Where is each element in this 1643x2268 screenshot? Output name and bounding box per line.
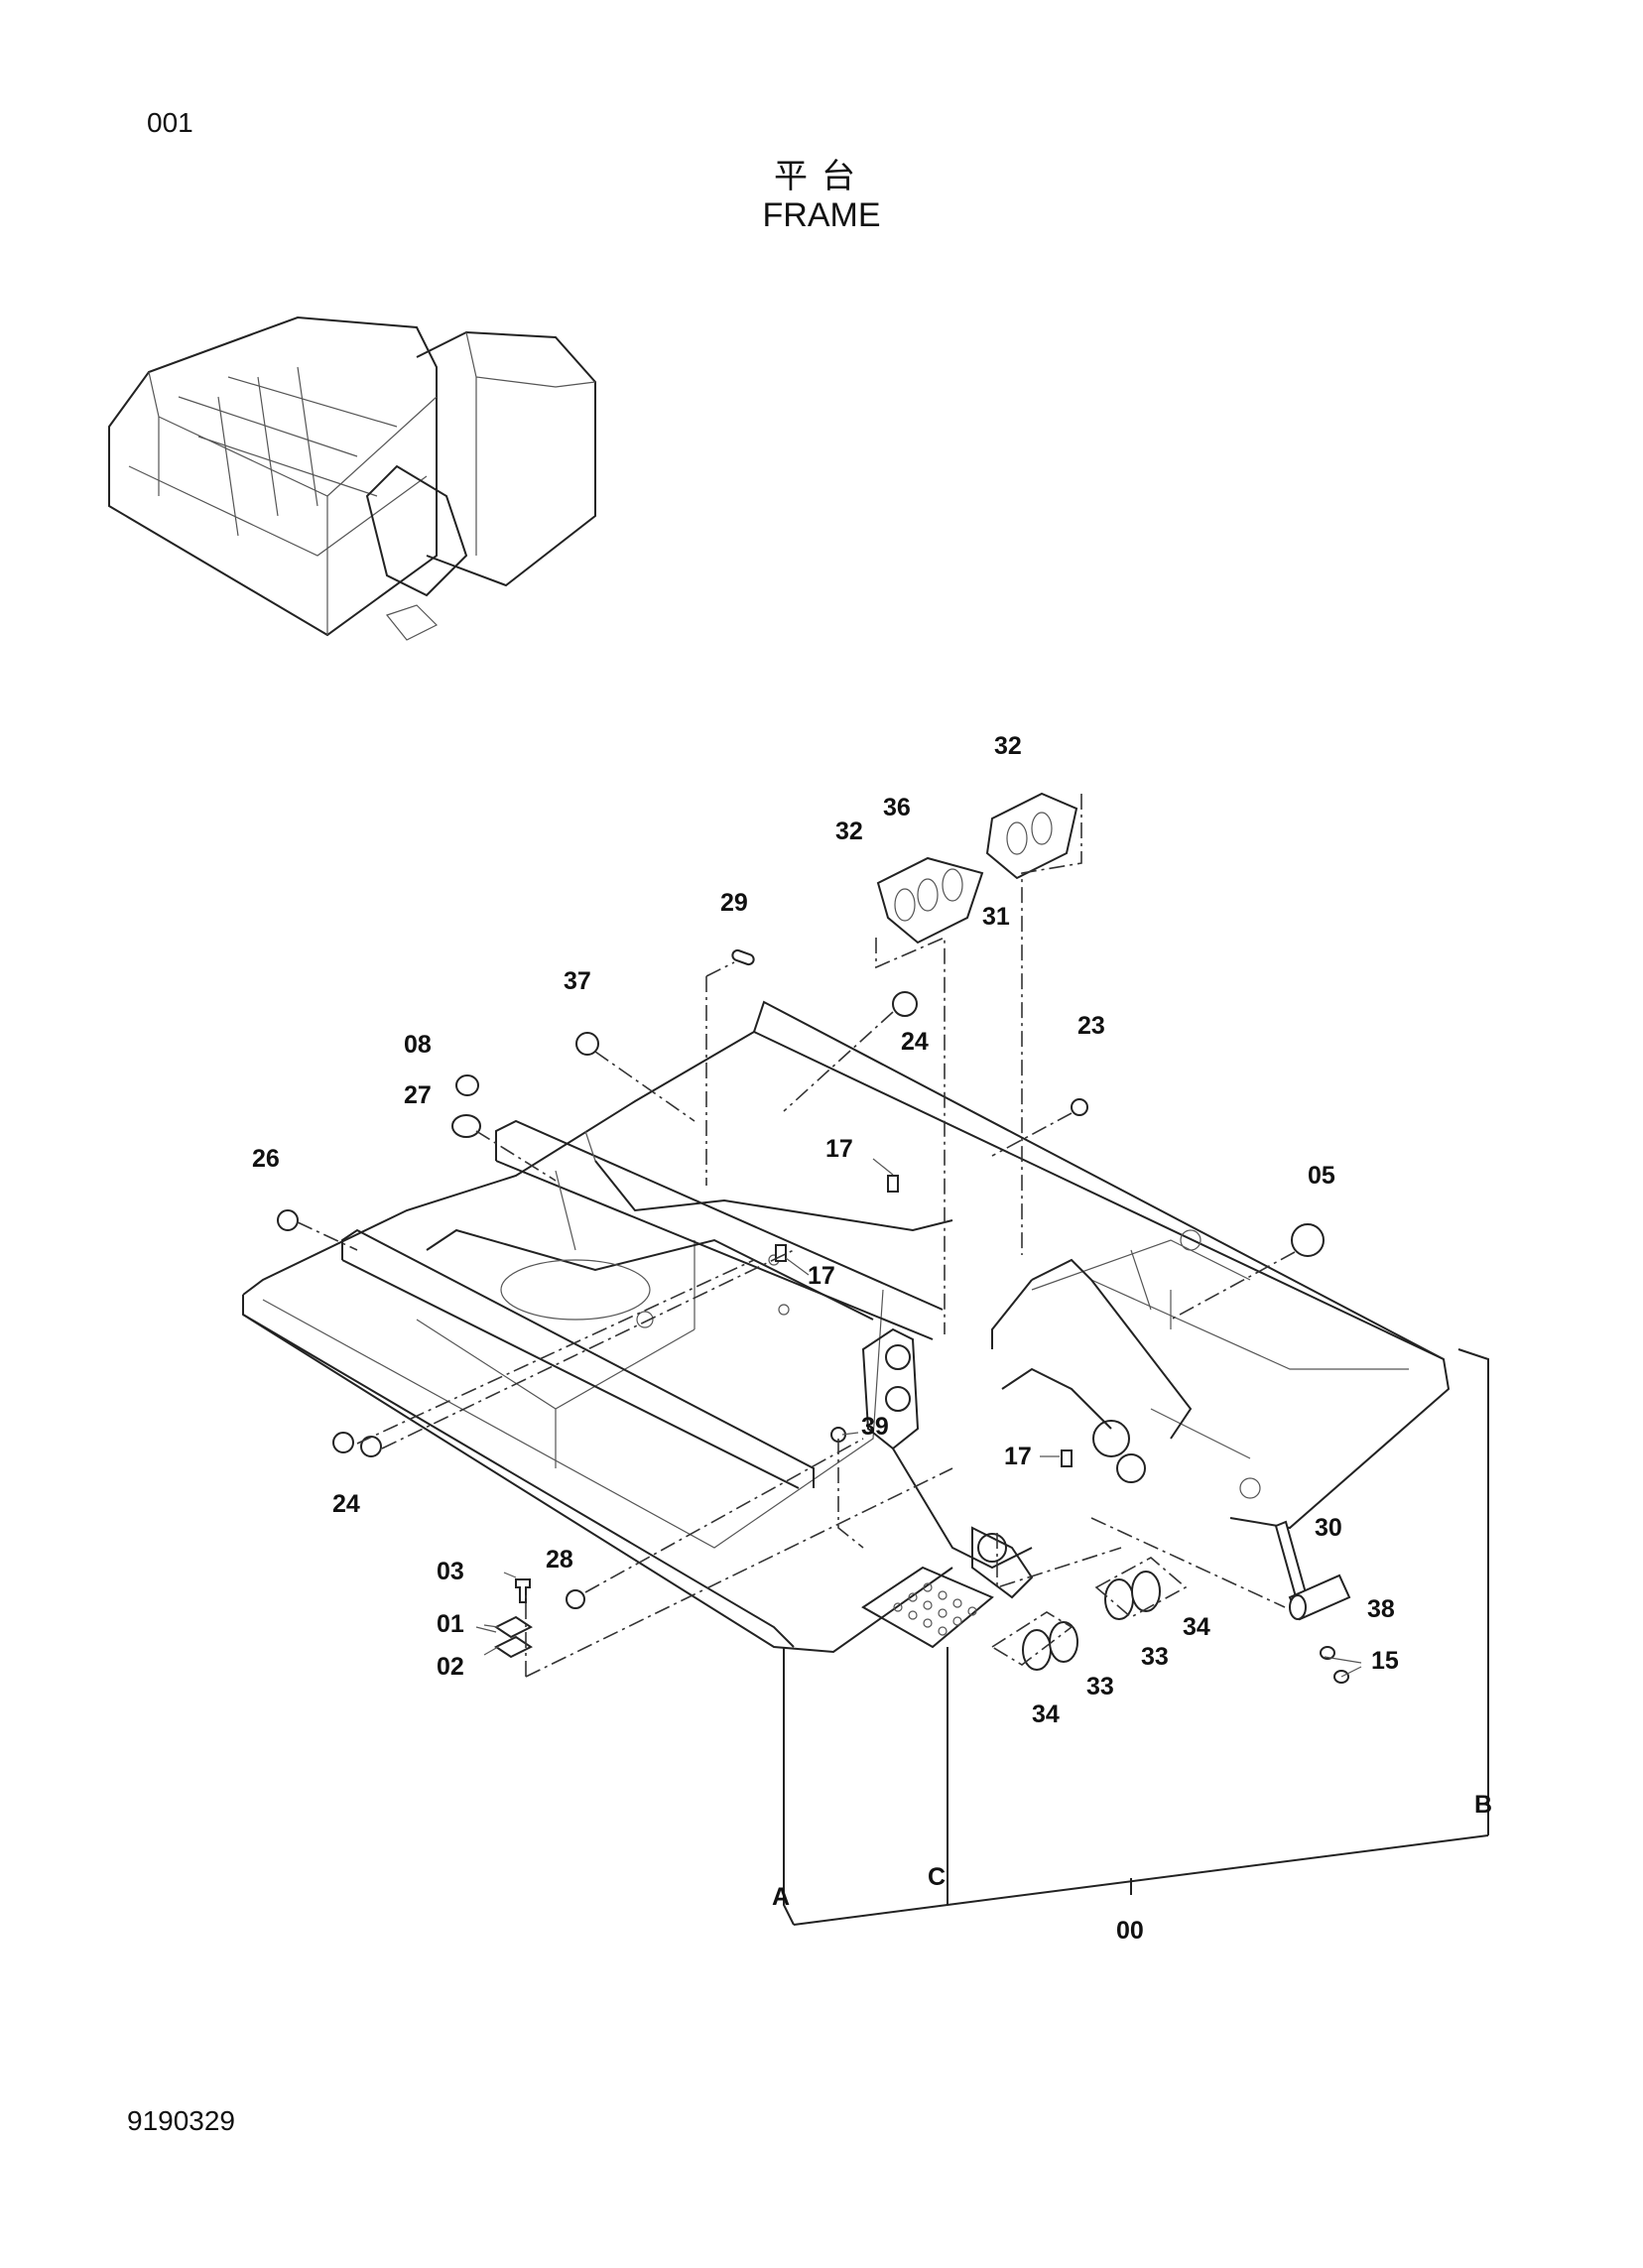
callout-A: A: [772, 1883, 790, 1911]
callout-01: 01: [437, 1610, 464, 1638]
callout-24-bottom: 24: [332, 1490, 360, 1518]
parts: [277, 792, 1351, 1684]
callout-38: 38: [1367, 1595, 1395, 1623]
step-plate-holes: [893, 1582, 977, 1636]
callout-36: 36: [883, 794, 911, 821]
overview-thumbnail: [108, 315, 596, 641]
callout-labels: 32 32 36 31 29 37 24 23 08 27 17 26 05 1…: [252, 732, 1492, 1945]
callout-15: 15: [1371, 1647, 1399, 1675]
callout-28: 28: [546, 1546, 573, 1574]
callout-37: 37: [564, 967, 591, 995]
callout-17-top: 17: [825, 1135, 853, 1163]
callout-24-top: 24: [901, 1028, 929, 1056]
callout-05: 05: [1308, 1162, 1335, 1190]
callout-B: B: [1474, 1791, 1492, 1819]
callout-29: 29: [720, 889, 748, 917]
page-number: 001: [147, 107, 193, 138]
callout-00: 00: [1116, 1917, 1144, 1945]
callout-02: 02: [437, 1653, 464, 1681]
callout-32-top: 32: [994, 732, 1022, 760]
callout-08: 08: [404, 1031, 432, 1059]
callout-17-right: 17: [1004, 1443, 1032, 1470]
callout-26: 26: [252, 1145, 280, 1173]
callout-33-right: 33: [1141, 1643, 1169, 1671]
leader-lines: [297, 794, 1489, 1926]
callout-17-middle: 17: [808, 1262, 835, 1290]
callout-03: 03: [437, 1558, 464, 1585]
callout-32: 32: [835, 818, 863, 845]
callout-34-left: 34: [1032, 1701, 1060, 1728]
frame-main-assembly: [242, 1000, 1451, 1654]
document-number: 9190329: [127, 2105, 236, 2136]
callout-39: 39: [861, 1413, 889, 1441]
title-english: FRAME: [762, 196, 881, 234]
callout-31: 31: [982, 903, 1010, 931]
callout-23: 23: [1077, 1012, 1105, 1040]
callout-33-left: 33: [1086, 1673, 1114, 1701]
callout-27: 27: [404, 1081, 432, 1109]
callout-34-right: 34: [1183, 1613, 1210, 1641]
title-chinese: 平台: [774, 157, 869, 196]
callout-C: C: [928, 1863, 946, 1891]
callout-30: 30: [1315, 1514, 1342, 1542]
